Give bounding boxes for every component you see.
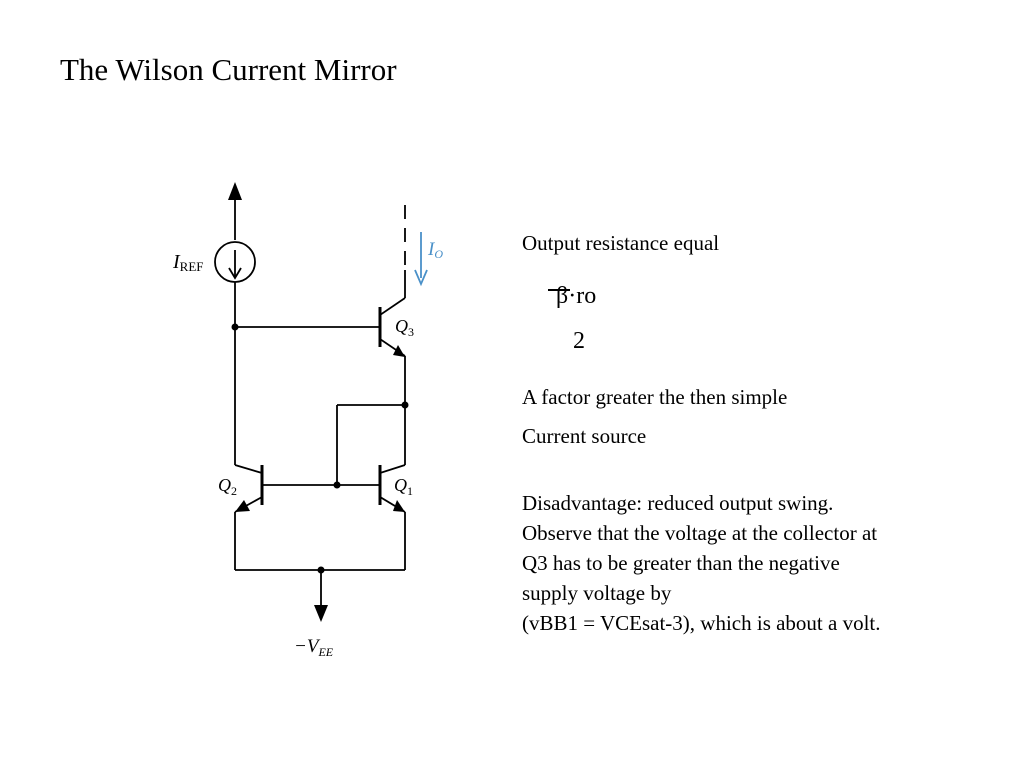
q1-label: Q1 [394, 475, 413, 498]
vee-down-arrow-icon [314, 605, 328, 622]
q3-label: Q3 [395, 316, 414, 339]
disadvantage-line: Q3 has to be greater than the negative [522, 551, 840, 575]
junction-dot [231, 323, 239, 331]
q2-collector-lead [234, 464, 263, 474]
q3-collector-lead [379, 297, 406, 316]
slide-title: The Wilson Current Mirror [60, 52, 397, 87]
disadvantage-line: Disadvantage: reduced output swing. [522, 491, 834, 515]
q2-emitter-arrow-icon [235, 500, 250, 512]
io-label: IO [427, 239, 443, 261]
factor-text-line-2: Current source [522, 424, 647, 448]
disadvantage-line: (vBB1 = VCEsat-3), which is about a volt… [522, 611, 881, 635]
formula-denominator: 2 [573, 328, 585, 354]
formula-bar [548, 289, 570, 291]
q1-collector-lead [379, 464, 406, 474]
iref-up-arrow-icon [228, 182, 242, 200]
vee-label: −VEE [294, 636, 334, 659]
iref-source-arrow-head [228, 267, 242, 280]
junction-dot [317, 566, 325, 574]
factor-text-line-1: A factor greater the then simple [522, 385, 788, 409]
wires [214, 190, 406, 615]
q2-label: Q2 [218, 475, 237, 498]
wilson-current-mirror-schematic: IREF IO Q3 Q2 Q1 −VEE [172, 182, 443, 659]
q3-emitter-arrow-icon [393, 345, 405, 357]
disadvantage-paragraph: Disadvantage: reduced output swing. Obse… [522, 488, 881, 638]
io-arrow-icon [414, 269, 428, 287]
junction-dot [401, 401, 409, 409]
disadvantage-line: supply voltage by [522, 581, 672, 605]
q1-emitter-arrow-icon [393, 500, 405, 512]
iref-label: IREF [172, 251, 204, 274]
output-resistance-text: Output resistance equal [522, 231, 720, 255]
formula-numerator: β·ro [556, 283, 597, 309]
disadvantage-line: Observe that the voltage at the collecto… [522, 521, 878, 545]
junction-dot [333, 481, 341, 489]
